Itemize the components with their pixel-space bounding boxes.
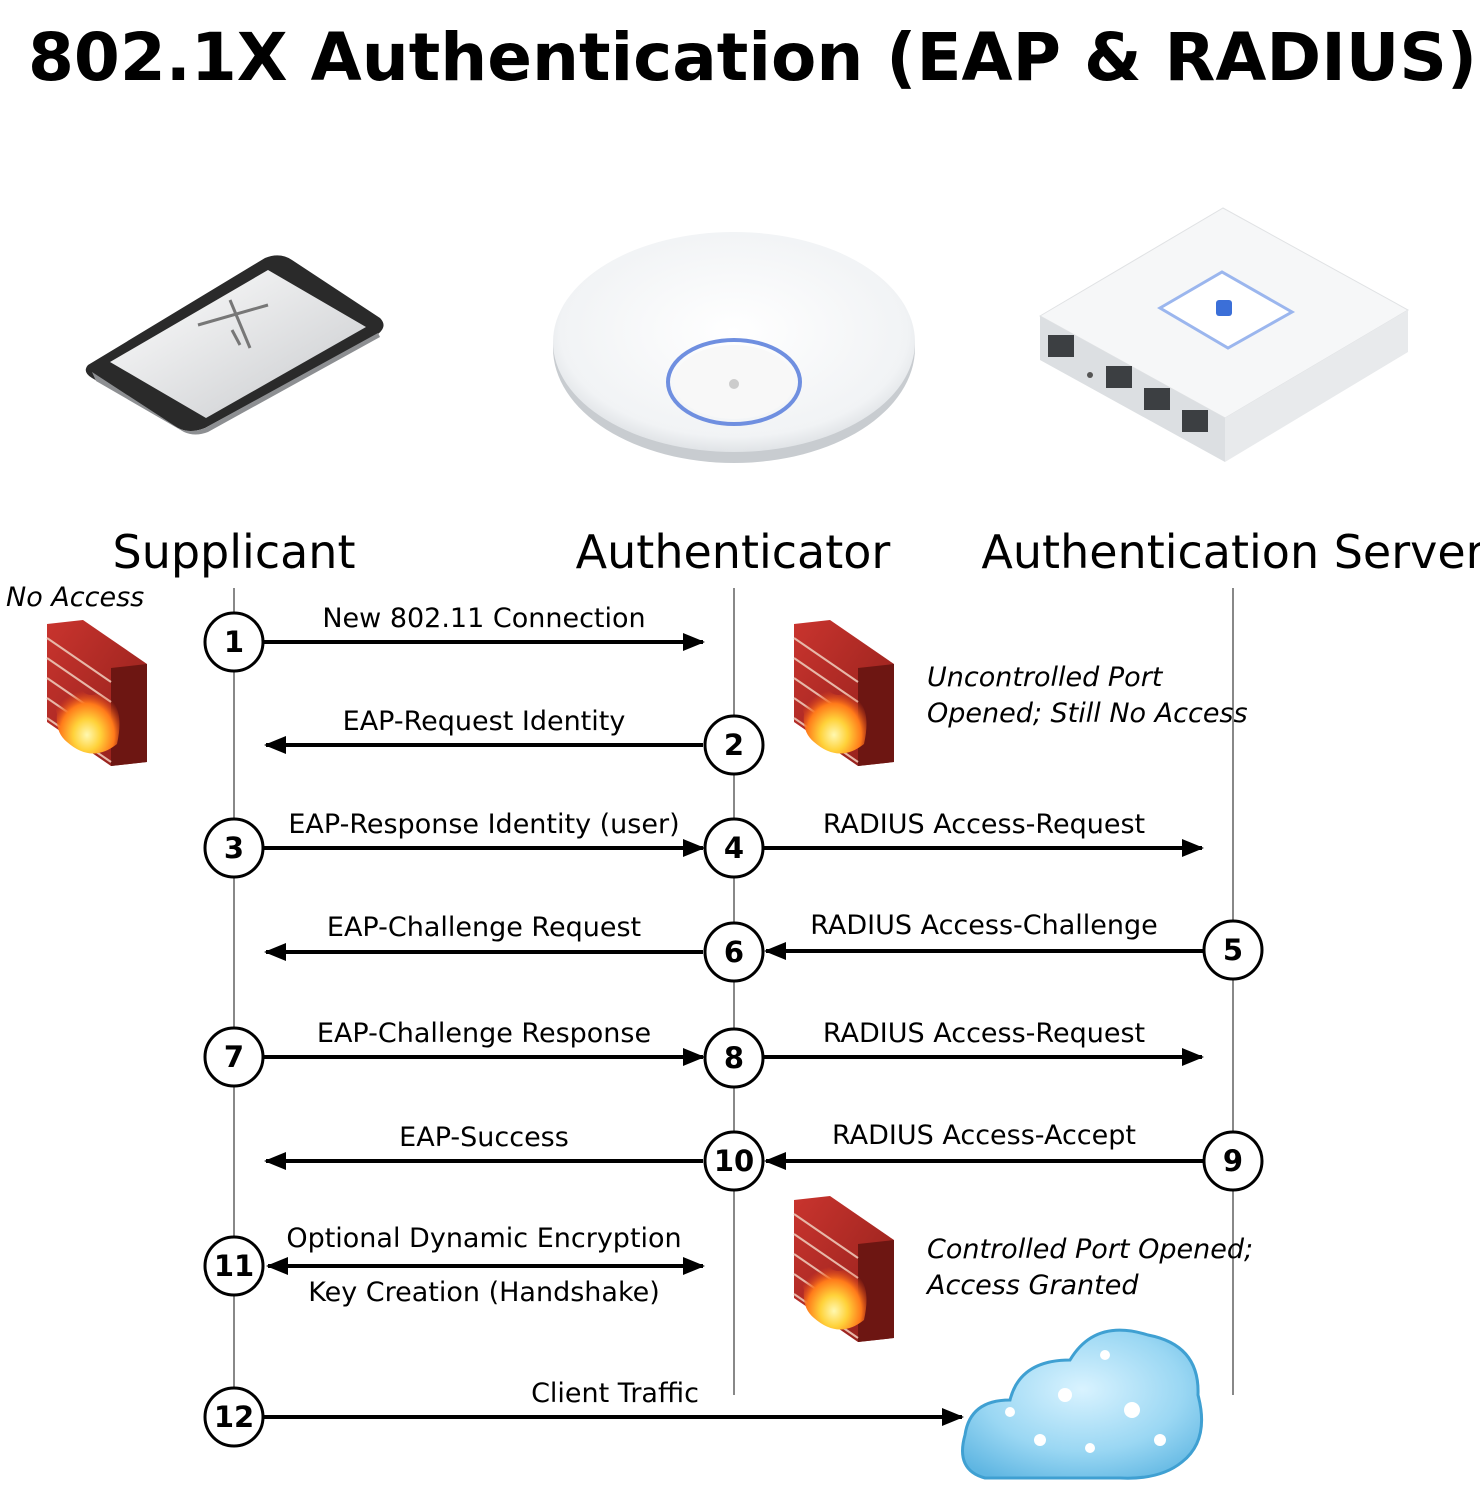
column-label-authenticator: Authenticator xyxy=(576,525,891,579)
message-label: New 802.11 Connection xyxy=(322,603,645,634)
firewall-icon xyxy=(46,620,147,766)
step-6: 6 xyxy=(703,921,765,983)
svg-text:1: 1 xyxy=(224,625,244,659)
svg-text:11: 11 xyxy=(214,1249,254,1283)
step-4: 4 xyxy=(703,817,765,879)
svg-text:9: 9 xyxy=(1223,1144,1243,1178)
message-label: RADIUS Access-Accept xyxy=(832,1120,1136,1151)
message-label: EAP-Request Identity xyxy=(343,706,626,737)
message-label: EAP-Success xyxy=(399,1122,569,1153)
step-2: 2 xyxy=(703,714,765,776)
message-label: EAP-Challenge Request xyxy=(327,912,641,943)
message-label: RADIUS Access-Request xyxy=(823,1018,1145,1049)
svg-text:10: 10 xyxy=(714,1144,754,1178)
svg-text:3: 3 xyxy=(224,831,244,865)
svg-text:2: 2 xyxy=(724,728,744,762)
note-uncontrolled-port-line1: Uncontrolled Port xyxy=(927,662,1164,693)
message-label: Client Traffic xyxy=(531,1378,699,1409)
message-label: EAP-Response Identity (user) xyxy=(288,809,679,840)
message-label: Optional Dynamic Encryption xyxy=(286,1223,681,1254)
column-label-authentication-server: Authentication Server xyxy=(981,525,1480,579)
note-no-access: No Access xyxy=(6,582,144,613)
svg-text:12: 12 xyxy=(214,1400,254,1434)
access-point-icon xyxy=(553,232,915,463)
svg-text:7: 7 xyxy=(224,1040,244,1074)
step-7: 7 xyxy=(203,1026,265,1088)
note-controlled-port-line2: Access Granted xyxy=(925,1270,1139,1301)
step-10: 10 xyxy=(703,1130,765,1192)
svg-text:5: 5 xyxy=(1223,933,1243,967)
step-3: 3 xyxy=(203,817,265,879)
step-5: 5 xyxy=(1202,919,1264,981)
message-label: RADIUS Access-Challenge xyxy=(810,910,1158,941)
note-uncontrolled-port-line2: Opened; Still No Access xyxy=(927,698,1248,729)
step-12: 12 xyxy=(203,1386,265,1448)
tablet-icon xyxy=(85,255,384,435)
note-controlled-port-line1: Controlled Port Opened; xyxy=(927,1234,1253,1265)
message-label: RADIUS Access-Request xyxy=(823,809,1145,840)
security-gateway-icon xyxy=(1038,207,1410,462)
message-label: EAP-Challenge Response xyxy=(317,1018,651,1049)
svg-text:6: 6 xyxy=(724,935,744,969)
svg-text:4: 4 xyxy=(724,831,744,865)
column-label-supplicant: Supplicant xyxy=(113,525,356,579)
step-11: 11 xyxy=(203,1235,265,1297)
cloud-icon xyxy=(961,1328,1204,1480)
step-8: 8 xyxy=(703,1027,765,1089)
step-1: 1 xyxy=(203,611,265,673)
step-9: 9 xyxy=(1202,1130,1264,1192)
firewall-icon xyxy=(793,1196,894,1342)
svg-text:8: 8 xyxy=(724,1041,744,1075)
message-label: Key Creation (Handshake) xyxy=(308,1277,660,1308)
page-title: 802.1X Authentication (EAP & RADIUS) xyxy=(28,19,1477,96)
firewall-icon xyxy=(793,620,894,766)
